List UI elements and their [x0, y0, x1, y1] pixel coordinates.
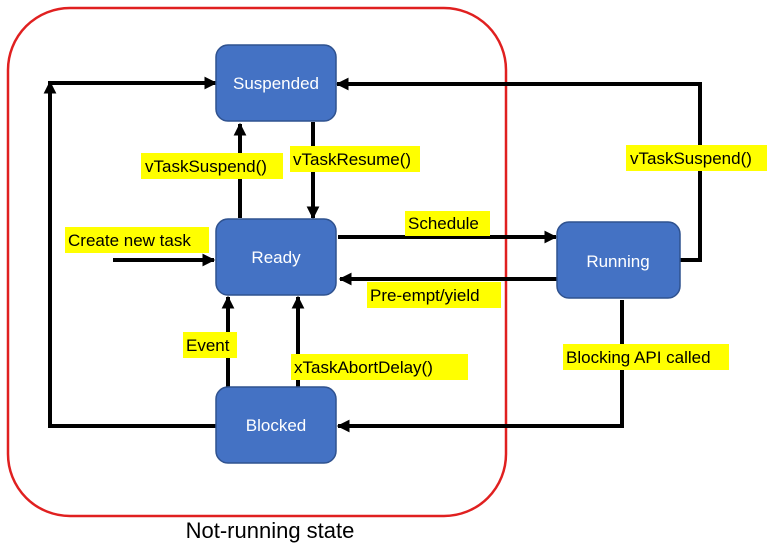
label-ready-to-suspended: vTaskSuspend() — [141, 153, 283, 179]
not-running-region-label: Not-running state — [186, 518, 355, 543]
state-blocked: Blocked — [215, 386, 337, 464]
state-suspended-label: Suspended — [233, 74, 319, 93]
svg-text:vTaskResume(): vTaskResume() — [293, 150, 411, 169]
arrow-blocked-to-suspended — [48, 76, 218, 428]
label-suspended-to-ready: vTaskResume() — [290, 146, 420, 172]
label-running-to-suspended: vTaskSuspend() — [626, 145, 767, 171]
svg-text:Blocking API called: Blocking API called — [566, 348, 711, 367]
state-suspended: Suspended — [215, 44, 337, 122]
state-running: Running — [556, 221, 681, 299]
arrow-running-to-suspended — [335, 77, 702, 262]
state-blocked-label: Blocked — [246, 416, 306, 435]
label-running-to-blocked: Blocking API called — [563, 344, 729, 370]
svg-text:Schedule: Schedule — [408, 214, 479, 233]
label-running-to-ready: Pre-empt/yield — [367, 282, 501, 308]
svg-text:vTaskSuspend(): vTaskSuspend() — [630, 149, 752, 168]
svg-text:vTaskSuspend(): vTaskSuspend() — [145, 157, 267, 176]
label-create: Create new task — [65, 227, 209, 253]
label-ready-to-running: Schedule — [405, 211, 490, 236]
svg-text:Pre-empt/yield: Pre-empt/yield — [370, 286, 480, 305]
svg-text:Create new task: Create new task — [68, 231, 191, 250]
not-running-region — [6, 6, 508, 518]
arrow-running-to-blocked — [336, 300, 624, 433]
state-ready: Ready — [215, 218, 337, 296]
label-blocked-to-ready-abort: xTaskAbortDelay() — [291, 354, 468, 380]
svg-text:Event: Event — [186, 336, 230, 355]
state-ready-label: Ready — [251, 248, 301, 267]
state-running-label: Running — [586, 252, 649, 271]
svg-text:xTaskAbortDelay(): xTaskAbortDelay() — [294, 358, 433, 377]
label-blocked-to-ready-event: Event — [183, 332, 237, 358]
